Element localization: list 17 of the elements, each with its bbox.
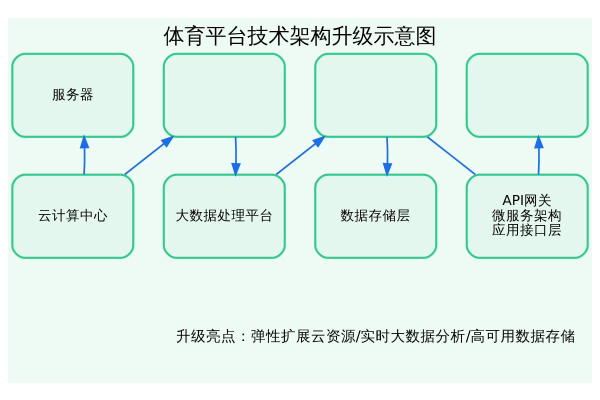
node-box <box>466 52 589 138</box>
label: 升级亮点：弹性扩展云资源/实时大数据分析/高可用数据存储 <box>176 328 576 345</box>
arrow <box>80 134 90 174</box>
node-box: API网关 微服务架构 应用接口层 <box>466 173 589 258</box>
node-box: 云计算中心 <box>11 173 134 258</box>
arrow <box>231 136 241 176</box>
node-box <box>162 52 286 138</box>
connector <box>426 136 476 175</box>
arrow <box>124 134 175 175</box>
diagram-title: 体育平台技术架构升级示意图 <box>164 22 436 48</box>
arrow <box>382 136 392 176</box>
arrow <box>534 134 544 174</box>
node-box: 数据存储层 <box>314 173 438 258</box>
node-box: 大数据处理平台 <box>162 173 286 258</box>
node-box <box>314 52 438 138</box>
node-box: 服务器 <box>11 52 134 138</box>
arrow <box>276 134 326 175</box>
